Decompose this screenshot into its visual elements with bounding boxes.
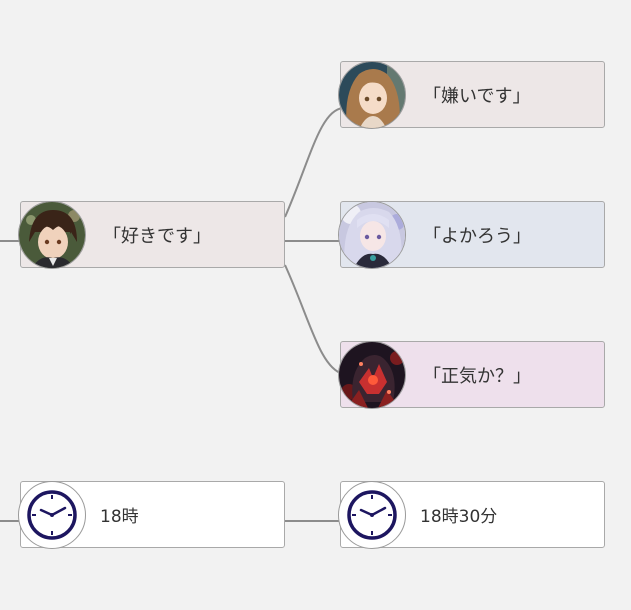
node-reply-2-label: 「よかろう」 — [423, 225, 531, 247]
node-time-2-label: 18時30分 — [420, 507, 498, 527]
avatar-girl-brown-hair — [338, 61, 406, 129]
clock-icon — [18, 481, 86, 549]
avatar-dark-warrior — [338, 341, 406, 409]
node-time-1-label: 18時 — [100, 507, 139, 527]
avatar-boy — [18, 201, 86, 269]
node-reply-3-label: 「正気か？」 — [423, 365, 531, 387]
connector-root-to-reply-1 — [284, 107, 344, 218]
connector-root-to-reply-3 — [284, 264, 344, 375]
node-reply-1-label: 「嫌いです」 — [423, 85, 531, 107]
avatar-girl-silver-hair — [338, 201, 406, 269]
node-root-label: 「好きです」 — [103, 225, 211, 247]
clock-icon — [338, 481, 406, 549]
